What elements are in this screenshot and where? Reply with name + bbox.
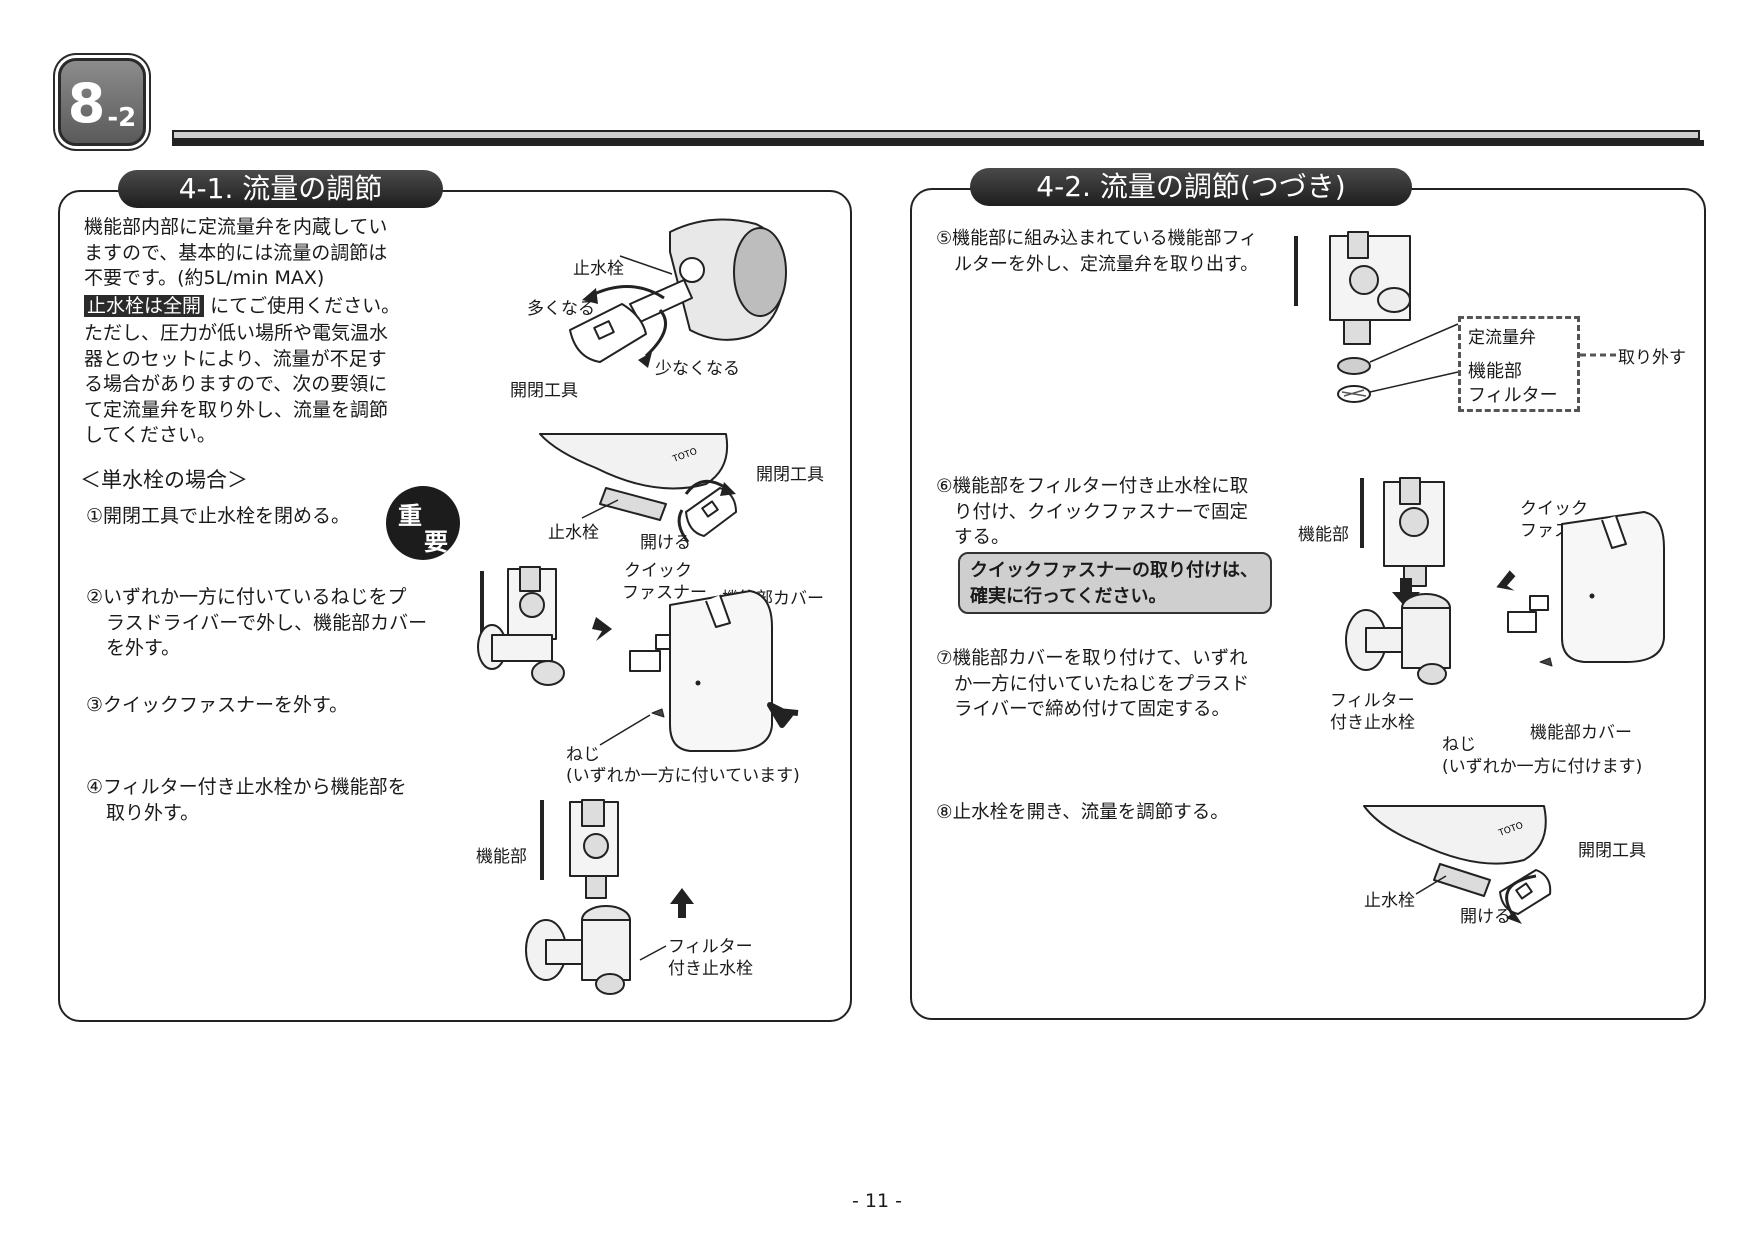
label-torihazusu: 取り外す — [1618, 348, 1686, 368]
header-rule — [172, 130, 1700, 140]
filter-removal-illustration — [1294, 231, 1459, 403]
label-cover-r: 機能部カバー — [1530, 723, 1632, 743]
step-3: ③クイックファスナーを外す。 — [86, 694, 349, 716]
cover-removal-illustration — [477, 566, 799, 752]
label-kinoubu-r: 機能部 — [1298, 525, 1349, 545]
step-8: ⑧止水栓を開き、流量を調節する。 — [936, 802, 1229, 823]
left-panel — [58, 190, 852, 1022]
dashed-leader — [1580, 353, 1616, 357]
label-filter-valve: フィルター付き止水栓 — [668, 937, 753, 979]
page-number: - 11 - — [852, 1190, 902, 1212]
step-4: ④フィルター付き止水栓から機能部を 取り外す。 — [86, 776, 407, 824]
label-kinoubu: 機能部 — [476, 847, 527, 867]
label-kaihei-2: 開閉工具 — [756, 465, 824, 485]
label-ooku: 多くなる — [527, 299, 595, 319]
label-neji: ねじ — [566, 745, 600, 765]
left-panel-title: 4-1. 流量の調節 — [118, 170, 443, 208]
step-6: ⑥機能部をフィルター付き止水栓に取 り付け、クイックファスナーで固定 する。 — [936, 476, 1249, 548]
label-kinoubu-filter: 機能部フィルター — [1468, 361, 1558, 406]
label-filter-valve-r: フィルター付き止水栓 — [1330, 691, 1415, 733]
valve-adjust-illustration — [569, 218, 787, 368]
intro-text: 機能部内部に定流量弁を内蔵してい ますので、基本的には流量の調節は 不要です。(… — [84, 216, 401, 317]
attach-unit-illustration — [1345, 477, 1665, 685]
valve-open-illustration: TOTO — [539, 433, 737, 543]
step-5: ⑤機能部に組み込まれている機能部フィ ルターを外し、定流量弁を取り出す。 — [936, 228, 1259, 275]
highlight-full-open: 止水栓は全開 — [84, 294, 205, 317]
step-7: ⑦機能部カバーを取り付けて、いずれ か一方に付いていたねじをプラスド ライバーで… — [936, 648, 1250, 720]
label-teiryuryo: 定流量弁 — [1468, 328, 1536, 348]
caution-note: クイックファスナーの取り付けは、 確実に行ってください。 — [958, 552, 1272, 614]
unit-removal-illustration — [525, 799, 694, 995]
remove-dashed-box — [1458, 316, 1580, 412]
label-kaihei-r: 開閉工具 — [1578, 841, 1646, 861]
label-akeru-r: 開ける — [1460, 907, 1511, 927]
label-shisuisen-1: 止水栓 — [573, 259, 624, 279]
label-neji-r: ねじ — [1442, 735, 1476, 755]
valve-open-illustration-r: TOTO — [1363, 805, 1552, 924]
section-badge: 8-2 — [58, 58, 146, 146]
case-heading: ＜単水栓の場合＞ — [80, 468, 248, 492]
label-kaihei-1: 開閉工具 — [510, 381, 578, 401]
label-akeru: 開ける — [640, 533, 691, 553]
important-mark: 重 要 — [386, 486, 460, 560]
intro-text-2: ただし、圧力が低い場所や電気温水 器とのセットにより、流量が不足す る場合があり… — [84, 322, 389, 446]
label-shisuisen-2: 止水栓 — [548, 523, 599, 543]
step-2: ②いずれか一方に付いているねじをプ ラスドライバーで外し、機能部カバー を外す。 — [86, 586, 428, 659]
right-panel-title: 4-2. 流量の調節(つづき) — [970, 168, 1412, 206]
step-1: ①開閉工具で止水栓を閉める。 — [86, 505, 351, 527]
label-quick-fastener: クイックファスナー — [622, 561, 707, 603]
label-neji-note: (いずれか一方に付いています) — [566, 766, 800, 786]
label-sukunaku: 少なくなる — [655, 359, 740, 379]
header-rule-shadow — [172, 140, 1704, 146]
label-shisuisen-r: 止水栓 — [1364, 891, 1415, 911]
label-neji-note-r: (いずれか一方に付けます) — [1442, 757, 1643, 777]
